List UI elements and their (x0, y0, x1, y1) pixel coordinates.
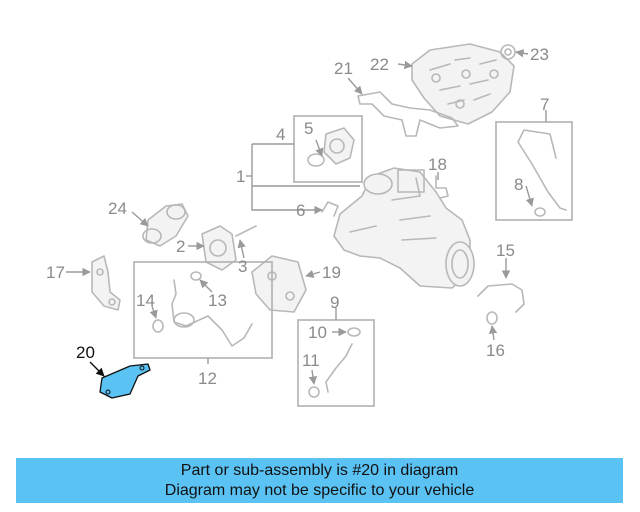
hose-part-24 (145, 203, 189, 247)
callout-21: 21 (334, 59, 353, 78)
callout-18: 18 (428, 155, 447, 174)
coolant-pipe-part-12 (171, 279, 253, 347)
callout-6: 6 (296, 201, 305, 220)
seal-part-14 (152, 319, 164, 333)
seal-part-8 (534, 207, 546, 217)
bracket-part-21 (357, 91, 459, 137)
callout-23: 23 (530, 45, 549, 64)
callout-3: 3 (238, 257, 247, 276)
gasket-part-2 (201, 225, 237, 271)
callout-1: 1 (236, 167, 245, 186)
callout-8: 8 (514, 175, 523, 194)
seal-part-10 (347, 327, 361, 337)
callout-24: 24 (108, 199, 127, 218)
turbocharger-part (333, 167, 475, 289)
callout-7: 7 (540, 95, 549, 114)
callout-2: 2 (176, 237, 185, 256)
callout-9: 9 (330, 293, 339, 312)
pipe-part-7 (517, 129, 567, 211)
leader-lines (66, 49, 547, 385)
group-box-4 (293, 115, 363, 183)
group-box-12 (133, 261, 273, 359)
callout-14: 14 (136, 291, 155, 310)
callout-19: 19 (322, 263, 341, 282)
callout-10: 10 (308, 323, 327, 342)
plate-part-19 (251, 255, 307, 313)
callout-16: 16 (486, 341, 505, 360)
group-box-7 (495, 121, 573, 221)
heat-shield-part (411, 43, 515, 125)
clamp-part-6 (321, 201, 339, 217)
oil-line-part-15 (477, 283, 525, 313)
nut-part-23 (500, 44, 516, 60)
pipe-part-9 (325, 343, 353, 393)
callout-12: 12 (198, 369, 217, 388)
seal-part-16 (486, 311, 498, 325)
callout-20: 20 (76, 343, 95, 362)
callout-13: 13 (208, 291, 227, 310)
callout-11: 11 (302, 351, 320, 370)
highlighted-part-20 (99, 363, 151, 399)
callout-15: 15 (496, 241, 515, 260)
part-info-line-2: Diagram may not be specific to your vehi… (164, 482, 475, 499)
callout-5: 5 (304, 119, 313, 138)
callout-numbers: 1 2 3 4 5 6 7 8 9 10 11 12 13 14 15 16 1… (46, 45, 549, 388)
seal-part-11 (308, 386, 320, 398)
part-info-banner: Part or sub-assembly is #20 in diagram D… (16, 458, 623, 503)
seal-part-13 (190, 271, 202, 281)
bracket-part-18 (435, 175, 449, 199)
callout-4: 4 (276, 125, 285, 144)
stud-part-3 (235, 225, 257, 237)
part-info-line-1: Part or sub-assembly is #20 in diagram (180, 462, 459, 479)
callout-22: 22 (370, 55, 389, 74)
flange-part-5 (307, 127, 355, 167)
bracket-part-17 (91, 255, 121, 311)
callout-17: 17 (46, 263, 65, 282)
